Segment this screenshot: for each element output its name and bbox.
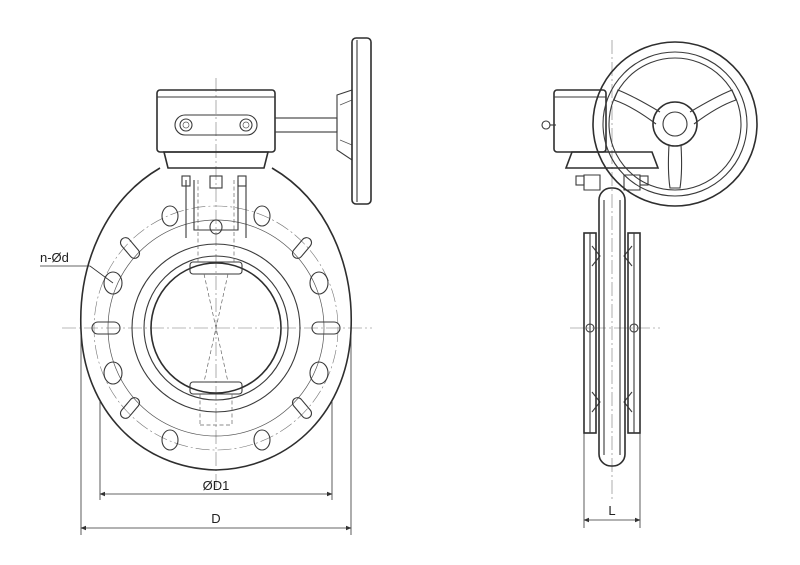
bolt-hole-label: n-Ød — [40, 250, 69, 265]
neck — [181, 175, 247, 238]
radial-slots — [91, 237, 341, 419]
bolt-hole-leader — [40, 265, 114, 284]
handwheel-side — [274, 37, 372, 205]
front-view: n-Ød ØD1 D — [40, 37, 372, 535]
side-bolt — [541, 120, 551, 130]
bolt-holes — [103, 205, 329, 451]
face-length-label: L — [608, 503, 615, 518]
outer-diameter-dimension — [80, 335, 352, 535]
pitch-diameter-dimension — [99, 400, 333, 500]
disc-and-stem — [189, 180, 243, 426]
gearbox-housing — [156, 89, 276, 169]
handwheel-front — [592, 41, 758, 207]
outer-diameter-label: D — [211, 511, 220, 526]
side-gearbox — [541, 89, 660, 191]
side-disc — [598, 187, 626, 467]
side-body — [583, 232, 641, 434]
seat-ring-middle — [143, 255, 289, 401]
side-view: L — [541, 40, 758, 528]
pitch-diameter-label: ØD1 — [203, 478, 230, 493]
flange-outline — [79, 167, 353, 471]
face-length-dimension — [583, 433, 641, 528]
bolt-pitch-circle — [93, 205, 339, 451]
bore-circle — [150, 262, 282, 394]
seat-ring-outer — [131, 243, 301, 413]
